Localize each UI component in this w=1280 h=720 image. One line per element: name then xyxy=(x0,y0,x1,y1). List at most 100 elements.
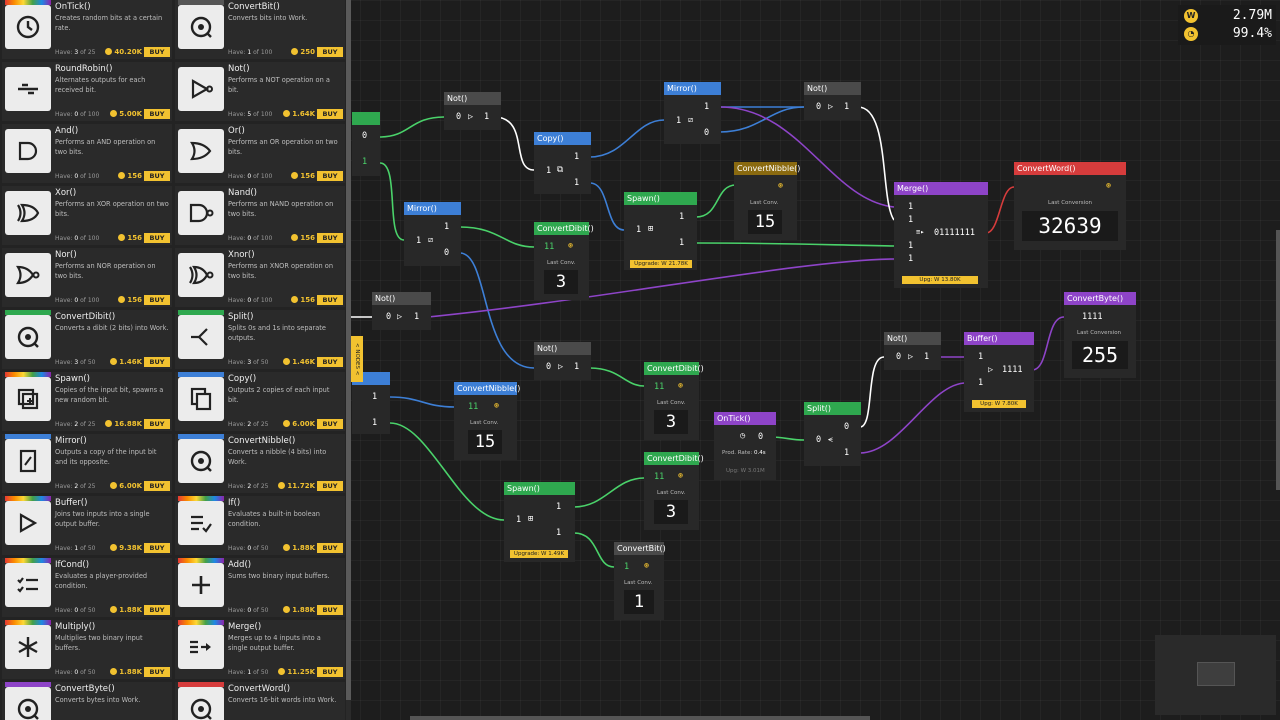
buy-button[interactable]: BUY xyxy=(317,47,343,57)
convert-dibit-node[interactable]: ConvertDibit() 11 ⊛ Last Conv. 3 xyxy=(644,452,704,530)
shop-item[interactable]: And()Performs an AND operation on two bi… xyxy=(2,124,172,183)
shop-item[interactable]: Copy()Outputs 2 copies of each input bit… xyxy=(175,372,345,431)
wire xyxy=(459,252,535,369)
wire xyxy=(1031,316,1065,371)
merge-node[interactable]: Merge() 1 1 1 1 ≡▸ 01111111 Upg: W 13.80… xyxy=(894,182,988,288)
nodes-tab[interactable]: < NODES < xyxy=(351,336,363,382)
have-label: Have: xyxy=(228,545,246,552)
shop-item[interactable]: Multiply()Multiplies two binary input bu… xyxy=(2,620,172,679)
category-bar xyxy=(5,0,51,5)
buy-button[interactable]: BUY xyxy=(144,171,170,181)
price-value: 6.00K xyxy=(292,420,315,428)
buy-button[interactable]: BUY xyxy=(317,481,343,491)
shop-item[interactable]: Nor()Performs an NOR operation on two bi… xyxy=(2,248,172,307)
upgrade-cost[interactable]: Upg: W 3.01M xyxy=(726,468,765,474)
buffer-node[interactable]: Buffer() 1 ▷ 1111 1 Upg: W 7.80K xyxy=(964,332,1034,412)
buy-button[interactable]: BUY xyxy=(144,109,170,119)
buy-button[interactable]: BUY xyxy=(144,233,170,243)
upgrade-button[interactable]: Upgrade: W 1.49K xyxy=(510,550,568,558)
buy-button[interactable]: BUY xyxy=(317,295,343,305)
have-count: 1 xyxy=(74,545,79,552)
node-title: Spawn() xyxy=(624,192,697,205)
split-node[interactable]: Split() 0 ⪪ 0 1 xyxy=(804,402,861,466)
mirror-node[interactable]: Mirror() 1 ⧄ 1 0 xyxy=(664,82,721,144)
shop-item[interactable]: Mirror()Outputs a copy of the input bit … xyxy=(2,434,172,493)
convert-dibit-node[interactable]: ConvertDibit() 11 ⊛ Last Conv. 3 xyxy=(534,222,594,300)
buy-button[interactable]: BUY xyxy=(144,667,170,677)
buy-button[interactable]: BUY xyxy=(317,233,343,243)
shop-item[interactable]: Add()Sums two binary input buffers.Have:… xyxy=(175,558,345,617)
upgrade-button[interactable]: Upg: W 13.80K xyxy=(902,276,978,284)
efficiency-row: ◔ 99.4% xyxy=(1184,26,1272,43)
convert-byte-node[interactable]: ConvertByte() 1111 Last Conversion 255 xyxy=(1064,292,1136,378)
node-shop-sidebar[interactable]: OnTick()Creates random bits at a certain… xyxy=(0,0,346,720)
buy-button[interactable]: BUY xyxy=(144,543,170,553)
convert-nibble-node[interactable]: ConvertNibble() ⊛ Last Conv. 15 xyxy=(734,162,800,240)
buy-button[interactable]: BUY xyxy=(144,605,170,615)
buy-button[interactable]: BUY xyxy=(317,543,343,553)
upgrade-button[interactable]: Upg: W 7.80K xyxy=(972,400,1026,408)
wire xyxy=(589,367,645,387)
shop-item[interactable]: If()Evaluates a built-in boolean conditi… xyxy=(175,496,345,555)
shop-item[interactable]: ConvertWord()Converts 16-bit words into … xyxy=(175,682,345,720)
stats-panel: W 2.79M ◔ 99.4% xyxy=(1178,5,1276,45)
partial-node-top[interactable]: 0 1 xyxy=(352,112,380,176)
not-node[interactable]: Not() 0 ▷ 1 xyxy=(804,82,861,120)
last-conv-value: 1 xyxy=(624,590,654,614)
copy-node[interactable]: Copy() 1 ⧉ 1 1 xyxy=(534,132,591,194)
shop-item[interactable]: ConvertBit()Converts bits into Work.Have… xyxy=(175,0,345,59)
shop-item[interactable]: Xor()Performs an XOR operation on two bi… xyxy=(2,186,172,245)
convert-word-node[interactable]: ConvertWord() ⊛ Last Conversion 32639 xyxy=(1014,162,1126,250)
buy-button[interactable]: BUY xyxy=(144,47,170,57)
shop-item[interactable]: ConvertDibit()Converts a dibit (2 bits) … xyxy=(2,310,172,369)
shop-item[interactable]: Nand()Performs an NAND operation on two … xyxy=(175,186,345,245)
owned-count: Have: 0 of 100 xyxy=(55,297,99,304)
buy-button[interactable]: BUY xyxy=(144,295,170,305)
shop-item-title: ConvertNibble() xyxy=(228,436,296,446)
shop-scrollbar[interactable] xyxy=(346,0,351,720)
not-node[interactable]: Not() 0 ▷ 1 xyxy=(884,332,941,370)
not-node[interactable]: Not() 0 ▷ 1 xyxy=(534,342,591,380)
shop-item[interactable]: IfCond()Evaluates a player-provided cond… xyxy=(2,558,172,617)
have-max: of 50 xyxy=(253,607,269,614)
spawn-node[interactable]: Spawn() 1 ⊞ 1 1 Upgrade: W 21.78K xyxy=(624,192,697,270)
buy-button[interactable]: BUY xyxy=(144,481,170,491)
merge-icon: ≡▸ xyxy=(916,228,925,236)
shop-item[interactable]: RoundRobin()Alternates outputs for each … xyxy=(2,62,172,121)
buy-button[interactable]: BUY xyxy=(317,357,343,367)
convert-nibble-node[interactable]: ConvertNibble() 11 ⊛ Last Conv. 15 xyxy=(454,382,520,460)
buy-button[interactable]: BUY xyxy=(317,171,343,181)
shop-item[interactable]: ConvertNibble()Converts a nibble (4 bits… xyxy=(175,434,345,493)
buy-button[interactable]: BUY xyxy=(317,667,343,677)
shop-item[interactable]: Buffer()Joins two inputs into a single o… xyxy=(2,496,172,555)
buy-button[interactable]: BUY xyxy=(317,419,343,429)
buy-button[interactable]: BUY xyxy=(144,419,170,429)
mirror-node[interactable]: Mirror() 1 ⧄ 1 0 xyxy=(404,202,461,266)
shop-item[interactable]: Split()Splits 0s and 1s into separate ou… xyxy=(175,310,345,369)
shop-scroll-thumb[interactable] xyxy=(346,0,351,700)
last-conv-value: 3 xyxy=(654,410,688,434)
shop-item[interactable]: Spawn()Copies of the input bit, spawns a… xyxy=(2,372,172,431)
shop-item[interactable]: Or()Performs an OR operation on two bits… xyxy=(175,124,345,183)
ontick-node[interactable]: OnTick() ◷ 0 Prod. Rate: 0.4s Upg: W 3.0… xyxy=(714,412,776,480)
buy-button[interactable]: BUY xyxy=(317,109,343,119)
shop-item[interactable]: OnTick()Creates random bits at a certain… xyxy=(2,0,172,59)
shop-item[interactable]: Not()Performs a NOT operation on a bit.H… xyxy=(175,62,345,121)
buy-button[interactable]: BUY xyxy=(144,357,170,367)
canvas-horizontal-scrollbar[interactable] xyxy=(410,716,870,720)
upgrade-button[interactable]: Upgrade: W 21.78K xyxy=(630,260,692,268)
convert-bit-node[interactable]: ConvertBit() 1 ⊛ Last Conv. 1 xyxy=(614,542,666,620)
minimap[interactable] xyxy=(1155,635,1276,715)
shop-item[interactable]: Xnor()Performs an XNOR operation on two … xyxy=(175,248,345,307)
convert-dibit-node[interactable]: ConvertDibit() 11 ⊛ Last Conv. 3 xyxy=(644,362,704,440)
wire xyxy=(573,477,645,508)
minimap-viewport[interactable] xyxy=(1197,662,1235,686)
not-node[interactable]: Not() 0 ▷ 1 xyxy=(372,292,431,330)
canvas-vertical-scrollbar[interactable] xyxy=(1276,230,1280,490)
shop-item[interactable]: Merge()Merges up to 4 inputs into a sing… xyxy=(175,620,345,679)
spawn-node[interactable]: Spawn() 1 ⊞ 1 1 Upgrade: W 1.49K xyxy=(504,482,575,562)
shop-item[interactable]: ConvertByte()Converts bytes into Work. xyxy=(2,682,172,720)
not-node[interactable]: Not() 0 ▷ 1 xyxy=(444,92,501,130)
buy-button[interactable]: BUY xyxy=(317,605,343,615)
